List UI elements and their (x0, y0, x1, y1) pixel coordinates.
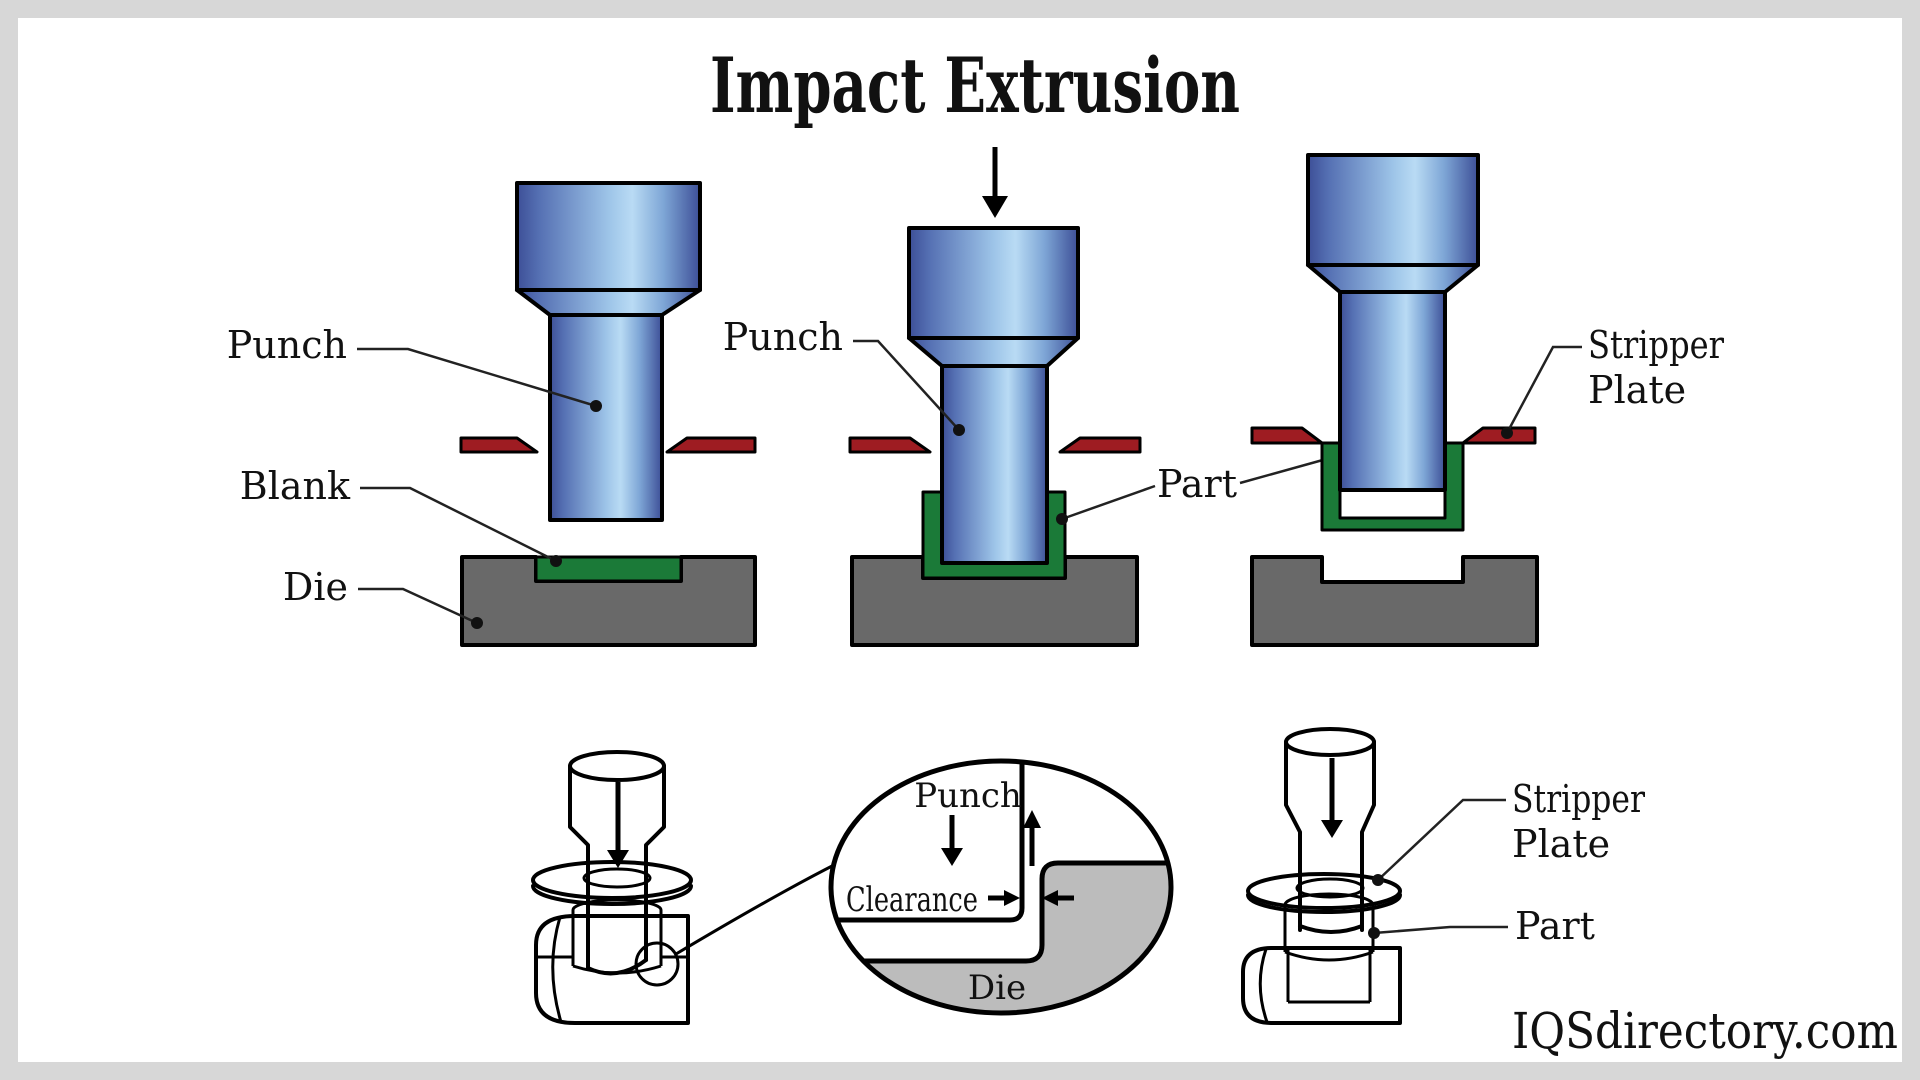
stage3-punch-neck (1306, 263, 1480, 294)
stripper-plate-label-line2: Plate (1588, 368, 1686, 412)
stage1-blank-dot (550, 555, 562, 567)
stage1-stripper-plate-right (665, 436, 757, 454)
stage1-die-label: Die (283, 565, 348, 609)
stage2-stripper-plate-left (848, 436, 932, 454)
stage1-punch-head (515, 181, 702, 292)
stage3-punch-head (1306, 153, 1480, 267)
detail-clearance-label: Clearance (846, 880, 978, 920)
stage2-punch-shaft (940, 364, 1049, 565)
sketch2-ring-slot (1295, 877, 1365, 899)
stage3-punch-shaft (1338, 290, 1447, 492)
watermark: IQSdirectory.com (1512, 1002, 1898, 1060)
sketch1-stripper-ring (531, 860, 693, 900)
sketch2-part-label: Part (1515, 904, 1595, 948)
stage2-punch-leader (853, 339, 960, 431)
clearance-arrowhead-left (1042, 890, 1058, 906)
stage3-part-stripping: Stripper Plate (1250, 153, 1725, 647)
sketch2-part-dot (1368, 927, 1380, 939)
clearance-arrowhead-right (1004, 890, 1020, 906)
sketch1-ring-thickness (531, 884, 693, 906)
stage3-cup-cavity (1338, 488, 1447, 520)
detail-connector-line (675, 862, 837, 956)
stripper-plate-leader (1505, 345, 1582, 434)
sketch2-down-arrowhead (1321, 820, 1343, 838)
stripper-plate-label-line1: Stripper (1588, 323, 1725, 367)
stage1-blank-label: Blank (240, 464, 351, 508)
stage1-punch-above-blank: Punch Blank Die (227, 181, 757, 647)
sketch-part-on-punch: Stripper Plate Part (1241, 727, 1646, 1025)
sketch1-die-block (534, 914, 690, 1025)
stage1-punch-dot (590, 400, 602, 412)
stage1-punch-label: Punch (227, 323, 347, 367)
stage2-punch-dot (953, 424, 965, 436)
stage2-punch-head (907, 226, 1080, 340)
sketch2-stripper-dot (1372, 874, 1384, 886)
sketch2-ring-thickness (1246, 893, 1402, 914)
stage1-blank-leader (360, 486, 557, 563)
stage1-stripper-plate-left (459, 436, 539, 454)
part-leader-right (1239, 456, 1331, 485)
sketch2-part-leader (1373, 925, 1508, 935)
page-title: Impact Extrusion (710, 41, 1240, 130)
detail-punch-edge (833, 763, 1025, 923)
stage1-punch-shaft (548, 313, 664, 522)
sketch2-stripper-label-line1: Stripper (1512, 777, 1646, 821)
stage1-die-leader (358, 587, 478, 625)
press-down-arrowhead (982, 196, 1008, 218)
part-label: Part (1157, 462, 1237, 506)
detail-down-arrowhead (941, 848, 963, 866)
detail-up-arrowhead (1023, 810, 1041, 828)
stage1-punch-leader (357, 347, 597, 408)
stage3-stripper-plate-right (1461, 426, 1537, 445)
sketch2-die-block (1241, 946, 1402, 1025)
stage2-punch-pressing: Punch Part (723, 147, 1336, 647)
stage2-stripper-plate-right (1058, 436, 1142, 454)
detail-ellipse-border (828, 758, 1174, 1016)
stripper-plate-dot (1501, 427, 1513, 439)
stage3-stripper-plate-left (1250, 426, 1324, 445)
sketch2-stripper-label-line2: Plate (1512, 822, 1610, 866)
sketch-punch-entering-die (531, 750, 693, 1025)
part-dot-left (1056, 513, 1068, 525)
detail-die-label: Die (968, 968, 1026, 1008)
stage1-die-dot (471, 617, 483, 629)
part-leader-left (1061, 484, 1156, 521)
stage3-die (1250, 555, 1539, 647)
sketch1-die-edges (537, 916, 688, 1023)
sketch2-punch-bottom (1298, 924, 1364, 934)
stage2-punch-neck (907, 336, 1080, 368)
sketch2-punch-body (1284, 740, 1376, 932)
sketch1-ring-slot (582, 867, 652, 889)
clearance-detail-view: Punch Clearance Die (828, 758, 1174, 1016)
sketch2-die-edges (1258, 948, 1372, 1023)
sketch1-down-arrowhead (607, 850, 629, 868)
sketch2-stripper-leader (1377, 798, 1506, 881)
sketch1-detail-circle (634, 941, 680, 987)
sketch2-stripper-ring (1246, 872, 1402, 910)
detail-punch-label: Punch (914, 776, 1022, 816)
stage2-punch-label: Punch (723, 315, 843, 359)
sketch1-cup-walls (571, 898, 663, 975)
